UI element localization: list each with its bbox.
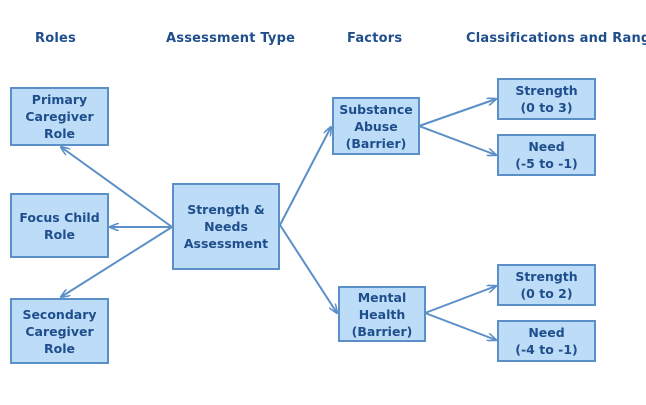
arrow-assessment-to-mental-health: [279, 224, 337, 313]
node-mental-health-need: Need (-4 to -1): [497, 320, 596, 362]
node-mental-health-strength: Strength (0 to 2): [497, 264, 596, 306]
node-secondary-caregiver-role: Secondary Caregiver Role: [10, 298, 109, 364]
arrow-assessment-to-secondary: [61, 226, 173, 297]
arrow-mental-health-to-need: [424, 312, 496, 340]
arrow-substance-to-strength: [418, 99, 496, 127]
arrow-substance-to-need: [418, 125, 496, 155]
node-substance-strength: Strength (0 to 3): [497, 78, 596, 120]
node-focus-child-role: Focus Child Role: [10, 193, 109, 258]
node-primary-caregiver-role: Primary Caregiver Role: [10, 87, 109, 146]
header-roles: Roles: [35, 31, 76, 46]
node-mental-health-barrier: Mental Health (Barrier): [338, 286, 426, 342]
header-classifications: Classifications and Ranges: [466, 31, 646, 46]
header-factors: Factors: [347, 31, 403, 46]
arrow-assessment-to-primary: [61, 147, 173, 228]
arrow-mental-health-to-strength: [424, 286, 496, 314]
node-substance-need: Need (-5 to -1): [497, 134, 596, 176]
arrow-assessment-to-substance: [279, 127, 331, 226]
node-strength-needs-assessment: Strength & Needs Assessment: [172, 183, 280, 270]
node-substance-abuse-barrier: Substance Abuse (Barrier): [332, 97, 420, 155]
header-assessment-type: Assessment Type: [166, 31, 296, 46]
